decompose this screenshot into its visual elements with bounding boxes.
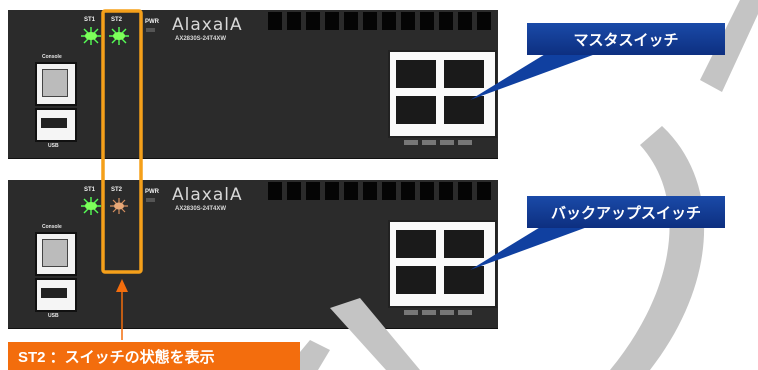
st2-led-bottom-icon [110, 198, 128, 214]
backup-callout-pointer [470, 215, 620, 270]
st1-label-bottom: ST1 [84, 187, 96, 193]
st2-label-top: ST2 [111, 17, 123, 23]
pwr-led-top [146, 28, 155, 32]
model-label-bottom: AX2830S-24T4XW [175, 206, 227, 212]
console-port-top [35, 62, 77, 106]
usb-port-bottom [35, 278, 77, 312]
port-labels-bottom [404, 310, 494, 316]
pwr-led-bottom [146, 198, 155, 202]
st2-annotation-label: ST2 ：スイッチの状態を表示 [8, 342, 300, 370]
st2-led-top-icon [109, 27, 129, 45]
backup-switch-callout: バックアップスイッチ [527, 196, 725, 228]
rj45-ports-bottom [388, 220, 497, 308]
console-port-bottom [35, 232, 77, 276]
st2-arrow-head-icon [116, 279, 128, 292]
pwr-label-bottom: PWR [145, 189, 159, 195]
st1-led-bottom-icon [81, 197, 101, 215]
usb-label-top: USB [48, 143, 59, 149]
rj45-ports-top [388, 50, 497, 138]
st1-led-top-icon [81, 27, 101, 45]
pwr-label-top: PWR [145, 19, 159, 25]
status-led-row-top [268, 12, 498, 32]
st2-label-bottom: ST2 [111, 187, 123, 193]
alaxala-logo-bottom: AlaxalA [172, 185, 243, 205]
usb-label-bottom: USB [48, 313, 59, 319]
master-switch-callout: マスタスイッチ [527, 23, 725, 55]
console-label-top: Console [42, 54, 62, 60]
model-label-top: AX2830S-24T4XW [175, 36, 227, 42]
master-callout-pointer [470, 45, 620, 100]
usb-port-top [35, 108, 77, 142]
background-strokes [285, 0, 758, 370]
console-label-bottom: Console [42, 224, 62, 230]
st2-highlight-box [101, 9, 143, 274]
st1-label-top: ST1 [84, 17, 96, 23]
port-labels-top [404, 140, 494, 146]
status-led-row-bottom [268, 182, 498, 202]
alaxala-logo-top: AlaxalA [172, 15, 243, 35]
